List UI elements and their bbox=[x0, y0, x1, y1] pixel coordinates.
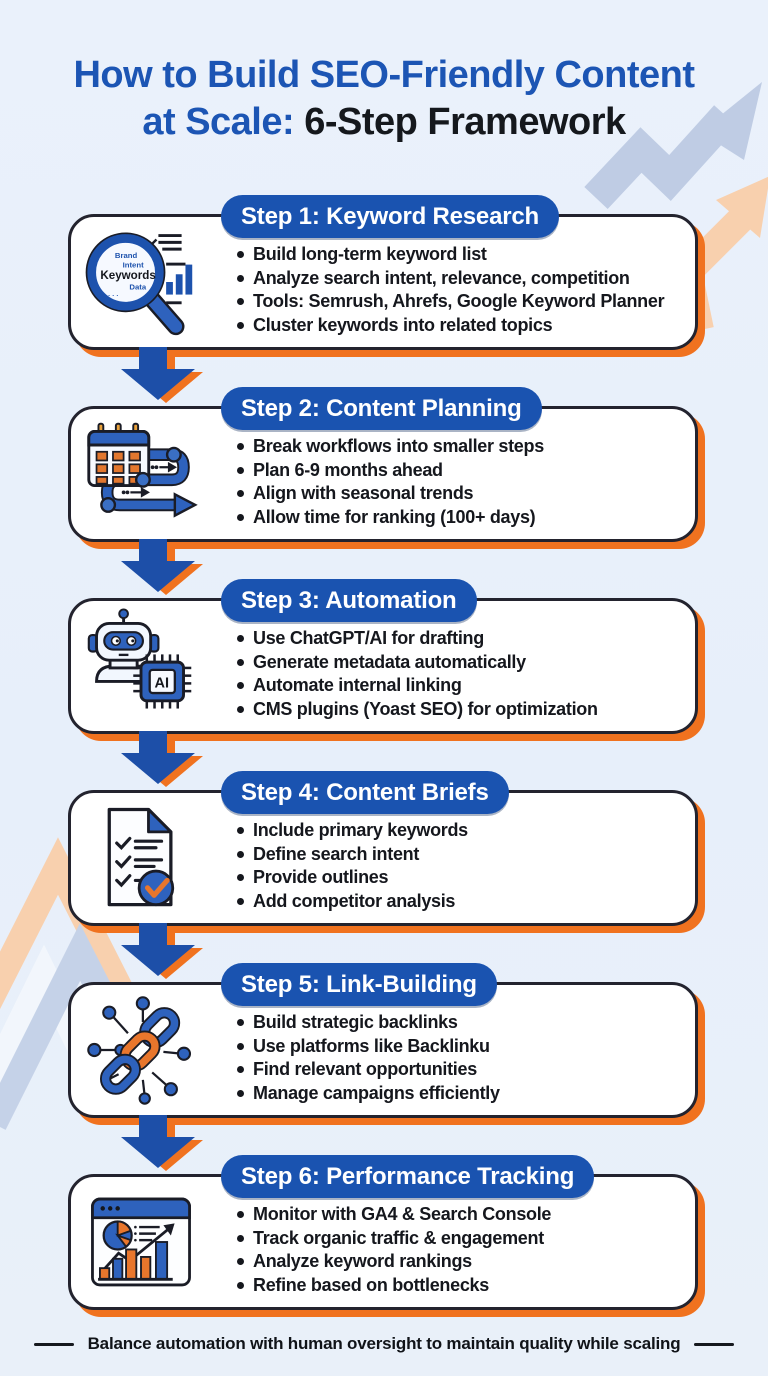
page-title: How to Build SEO-Friendly Content at Sca… bbox=[0, 52, 768, 146]
title-line2-rest: 6-Step Framework bbox=[294, 101, 626, 143]
bullet-item: Cluster keywords into related topics bbox=[235, 314, 664, 338]
svg-text:· · ·: · · · bbox=[108, 292, 119, 299]
bullet-item: Break workflows into smaller steps bbox=[235, 435, 544, 459]
down-arrow-connector bbox=[121, 347, 203, 403]
magnifier-keywords-icon: Brand Intent Keywords Data · · · bbox=[85, 232, 193, 336]
calendar-workflow-icon bbox=[87, 422, 198, 518]
step-card-5: Step 5: Link-Building bbox=[68, 963, 698, 1118]
bullet-item: Monitor with GA4 & Search Console bbox=[235, 1203, 551, 1227]
step-5-bullets: Build strategic backlinks Use platforms … bbox=[211, 995, 508, 1105]
svg-text:Data: Data bbox=[129, 283, 146, 292]
step-4-icon-box bbox=[71, 802, 211, 914]
bullet-item: Build strategic backlinks bbox=[235, 1011, 500, 1035]
step-3-header-pill: Step 3: Automation bbox=[221, 579, 477, 622]
bullet-item: Provide outlines bbox=[235, 866, 468, 890]
step-card-3: Step 3: Automation bbox=[68, 579, 698, 734]
bullet-item: Track organic traffic & engagement bbox=[235, 1227, 551, 1251]
step-1-icon-box: Brand Intent Keywords Data · · · bbox=[71, 224, 211, 340]
down-arrow-connector bbox=[121, 923, 203, 979]
footer-right-rule bbox=[694, 1342, 735, 1346]
bullet-item: Add competitor analysis bbox=[235, 890, 468, 914]
step-3-bullets: Use ChatGPT/AI for drafting Generate met… bbox=[211, 611, 606, 721]
svg-text:Keywords: Keywords bbox=[100, 269, 155, 282]
bullet-item: Build long-term keyword list bbox=[235, 243, 664, 267]
step-card-1: Step 1: Keyword Research B bbox=[68, 195, 698, 350]
bullet-item: Generate metadata automatically bbox=[235, 651, 598, 675]
bullet-item: Analyze search intent, relevance, compet… bbox=[235, 267, 664, 291]
bullet-item: Analyze keyword rankings bbox=[235, 1250, 551, 1274]
step-3-icon-box: AI bbox=[71, 608, 211, 724]
down-arrow-connector bbox=[121, 539, 203, 595]
svg-text:Brand: Brand bbox=[115, 251, 138, 260]
step-2-header-pill: Step 2: Content Planning bbox=[221, 387, 542, 430]
title-line2-accent: at Scale: bbox=[142, 101, 295, 143]
bullet-item: Tools: Semrush, Ahrefs, Google Keyword P… bbox=[235, 290, 665, 314]
bullet-item: Use platforms like Backlinku bbox=[235, 1035, 500, 1059]
bullet-item: Automate internal linking bbox=[235, 674, 598, 698]
analytics-dashboard-icon bbox=[91, 1197, 191, 1287]
step-6-header-pill: Step 6: Performance Tracking bbox=[221, 1155, 595, 1198]
bullet-item: Manage campaigns efficiently bbox=[235, 1082, 500, 1106]
bullet-item: Find relevant opportunities bbox=[235, 1058, 500, 1082]
step-card-4: Step 4: Content Briefs bbox=[68, 771, 698, 926]
svg-text:Intent: Intent bbox=[123, 261, 144, 270]
step-2-bullets: Break workflows into smaller steps Plan … bbox=[211, 419, 552, 529]
step-1-header-pill: Step 1: Keyword Research bbox=[221, 195, 559, 238]
bullet-item: Refine based on bottlenecks bbox=[235, 1274, 551, 1298]
step-card-2: Step 2: Content Planning bbox=[68, 387, 698, 542]
step-2-icon-box bbox=[71, 416, 211, 532]
chain-link-network-icon bbox=[87, 996, 192, 1105]
down-arrow-connector bbox=[121, 731, 203, 787]
down-arrow-connector bbox=[121, 1115, 203, 1171]
bullet-item: Define search intent bbox=[235, 843, 468, 867]
step-5-icon-box bbox=[71, 994, 211, 1106]
checklist-document-icon bbox=[107, 807, 175, 907]
footer: Balance automation with human oversight … bbox=[0, 1334, 768, 1354]
footer-text: Balance automation with human oversight … bbox=[87, 1334, 681, 1353]
bullet-item: Plan 6-9 months ahead bbox=[235, 459, 544, 483]
bullet-item: Include primary keywords bbox=[235, 819, 468, 843]
step-card-6: Step 6: Performance Tracking bbox=[68, 1155, 698, 1310]
step-6-icon-box bbox=[71, 1186, 211, 1298]
bullet-item: CMS plugins (Yoast SEO) for optimization bbox=[235, 698, 598, 722]
footer-left-rule bbox=[33, 1342, 74, 1346]
step-5-header-pill: Step 5: Link-Building bbox=[221, 963, 497, 1006]
bullet-item: Align with seasonal trends bbox=[235, 482, 544, 506]
step-4-bullets: Include primary keywords Define search i… bbox=[211, 803, 476, 913]
growth-arrow-orange-icon bbox=[674, 176, 768, 333]
step-6-bullets: Monitor with GA4 & Search Console Track … bbox=[211, 1187, 559, 1297]
title-line1: How to Build SEO-Friendly Content bbox=[73, 54, 695, 96]
step-4-header-pill: Step 4: Content Briefs bbox=[221, 771, 509, 814]
ai-chip-label: AI bbox=[155, 675, 170, 691]
bullet-item: Use ChatGPT/AI for drafting bbox=[235, 627, 598, 651]
bullet-item: Allow time for ranking (100+ days) bbox=[235, 506, 544, 530]
robot-ai-chip-icon: AI bbox=[87, 608, 192, 709]
step-1-bullets: Build long-term keyword list Analyze sea… bbox=[211, 227, 672, 337]
